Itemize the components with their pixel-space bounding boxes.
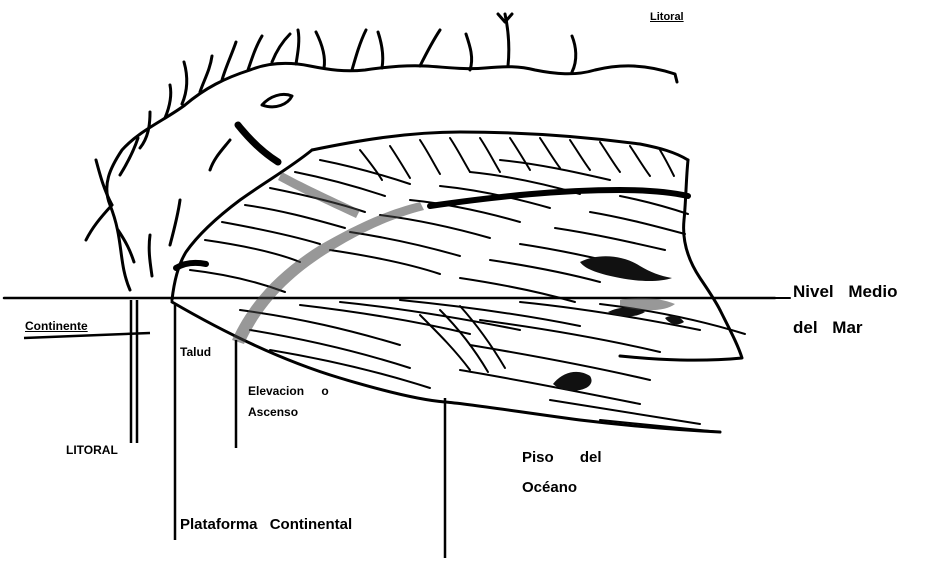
slope-hachure [350,232,460,256]
elevacion-label: Elevacion o [248,385,329,397]
slope-hachure [620,196,688,214]
lagoon-outline [262,94,292,106]
ocean-floor-stroke [470,345,650,380]
slope-hachure [630,146,650,176]
continente-label: Continente [25,320,88,332]
river-branch [296,30,299,64]
slope-hachure [205,240,300,262]
slope-hachure [570,140,590,170]
slope-hachure [330,250,440,274]
river-branch [272,34,290,62]
litoral-top-label: Litoral [650,12,684,23]
right-escarpment [684,160,720,310]
slope-hachure [600,142,620,172]
slope-hachure [510,138,530,170]
slope-hachure [480,138,500,172]
ocean-floor-stroke [460,370,640,404]
slope-hachure [222,222,320,244]
slope-hachure [555,228,665,250]
river-branch [466,34,472,70]
river-branch [378,32,383,68]
coastal-canyon-mark [238,125,278,162]
nivel-medio-label: Nivel Medio [793,283,897,300]
river-branch [316,32,325,68]
slope-hachure [245,205,345,228]
sediment-stipple [278,172,360,218]
river-branch [149,235,152,276]
oceano-label: Océano [522,480,577,495]
ascenso-label: Ascenso [248,406,298,418]
slope-hachure [540,138,560,168]
river-branch [210,140,230,170]
slope-hachure [450,138,470,172]
plataforma-label: Plataforma Continental [180,517,352,532]
river-branch [86,205,112,240]
litoral-bottom-label: LITORAL [66,444,118,456]
slope-hachure [360,150,382,180]
ocean-floor-stroke [460,306,505,368]
slope-hachure [420,140,440,174]
river-branch [96,160,112,205]
shelf-top-edge [312,132,688,160]
del-mar-label: del Mar [793,319,863,336]
river-branch [182,62,187,104]
talud-label: Talud [180,346,211,358]
piso-del-label: Piso del [522,450,602,465]
ocean-floor-stroke [420,315,470,370]
river-branch [572,36,576,72]
slope-hachure [590,212,685,234]
river-branch [352,30,366,70]
slope-hachure [500,160,610,180]
river-branch [420,30,440,66]
river-branch [248,36,262,70]
seamount-blob [580,256,672,281]
river-branch [165,85,171,118]
slope-hachure [390,146,410,178]
river-branch [170,200,180,245]
ocean-floor-stroke [300,305,470,334]
